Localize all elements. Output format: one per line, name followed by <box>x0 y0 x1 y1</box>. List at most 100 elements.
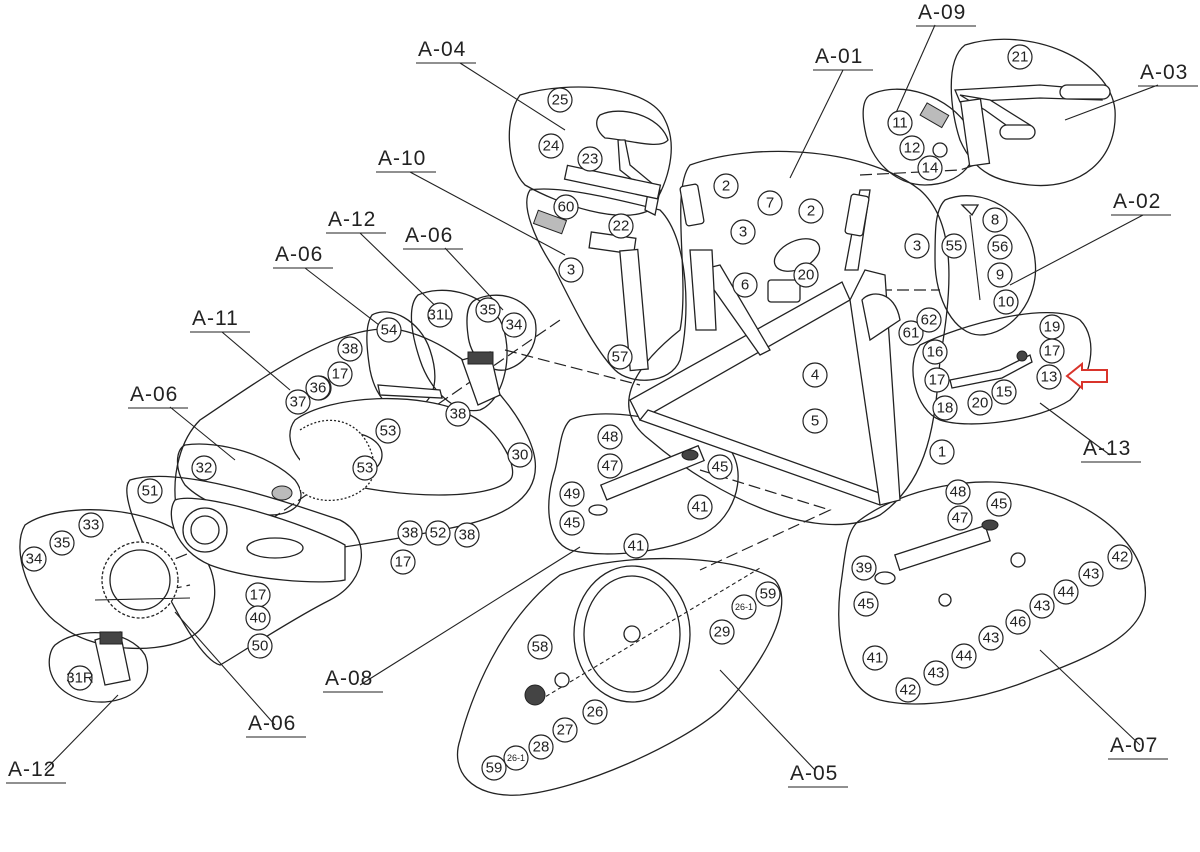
part-callout: 49 <box>559 481 585 507</box>
part-callout: 37 <box>285 389 311 415</box>
handlebar-drawing <box>954 84 1111 167</box>
part-callout: 43 <box>1078 561 1104 587</box>
part-callout-circle <box>559 510 585 536</box>
part-callout-circle <box>967 390 993 416</box>
part-number: 41 <box>628 538 645 555</box>
part-number: 31L <box>427 307 452 324</box>
part-callout: 6 <box>732 272 758 298</box>
part-callout-circle <box>887 110 913 136</box>
part-callout: 8 <box>982 207 1008 233</box>
part-number: 34 <box>506 317 523 334</box>
group-label-a06-2: A-06 <box>273 243 333 269</box>
part-callout: 53 <box>352 455 378 481</box>
svg-text:A-12: A-12 <box>8 758 56 781</box>
part-number: 42 <box>900 682 917 699</box>
part-number: 47 <box>952 510 969 527</box>
part-callout-circle <box>802 408 828 434</box>
part-number: 46 <box>1010 614 1027 631</box>
part-callout-circle <box>731 594 757 620</box>
part-number: 40 <box>250 610 267 627</box>
part-callout-circle <box>547 87 573 113</box>
group-label-a06-1: A-06 <box>403 224 463 250</box>
part-callout: 9 <box>987 262 1013 288</box>
part-callout-circle <box>78 512 104 538</box>
part-callout-circle <box>558 257 584 283</box>
part-callout: 29 <box>709 619 735 645</box>
part-number: 32 <box>196 460 213 477</box>
part-callout: 11 <box>887 110 913 136</box>
part-callout-circle <box>978 625 1004 651</box>
part-callout-circle <box>427 302 453 328</box>
part-callout: 43 <box>923 660 949 686</box>
outline-a13 <box>912 312 1092 425</box>
part-number: 35 <box>54 535 71 552</box>
svg-text:A-06: A-06 <box>275 243 323 266</box>
outline-a07 <box>838 481 1147 705</box>
part-callouts: 1223345672061628565591021252423226035729… <box>21 44 1133 781</box>
part-number: 18 <box>937 400 954 417</box>
part-callout: 51 <box>137 478 163 504</box>
group-label-a05: A-05 <box>788 762 848 788</box>
part-callout: 17 <box>924 367 950 393</box>
part-callout: 38 <box>454 522 480 548</box>
outline-a10 <box>526 188 687 381</box>
belt-drawing <box>271 419 376 502</box>
part-callout-circle <box>1078 561 1104 587</box>
part-number: 23 <box>582 151 599 168</box>
part-callout: 4 <box>802 362 828 388</box>
part-callout-circle <box>285 389 311 415</box>
part-callout: 45 <box>559 510 585 536</box>
saddle-drawing <box>532 110 669 372</box>
part-number: 13 <box>1041 369 1058 386</box>
svg-text:A-08: A-08 <box>325 667 373 690</box>
part-callout-circle <box>577 146 603 172</box>
part-callout-circle <box>21 546 47 572</box>
part-callout: 5 <box>802 408 828 434</box>
part-callout: 54 <box>376 317 402 343</box>
part-callout: 44 <box>951 643 977 669</box>
part-callout: 59 <box>481 755 507 781</box>
part-number: 57 <box>612 349 629 366</box>
group-label-a13: A-13 <box>1081 437 1141 463</box>
part-callout-circle <box>1039 338 1065 364</box>
group-label-a09: A-09 <box>916 1 976 27</box>
flywheel-drawing <box>524 565 761 706</box>
part-number: 2 <box>722 178 730 195</box>
part-callout: 1 <box>929 439 955 465</box>
part-callout-circle <box>507 442 533 468</box>
part-number: 44 <box>956 648 973 665</box>
part-number: 62 <box>921 312 938 329</box>
part-drawings <box>94 84 1111 706</box>
part-callout: 41 <box>623 533 649 559</box>
part-callout-circle <box>607 344 633 370</box>
part-callout: 47 <box>597 453 623 479</box>
part-callout-circle <box>853 591 879 617</box>
part-number: 48 <box>950 484 967 501</box>
part-callout-circle <box>932 395 958 421</box>
part-number: 38 <box>402 525 419 542</box>
part-callout: 2 <box>713 173 739 199</box>
part-callout: 45 <box>707 454 733 480</box>
group-label-a04: A-04 <box>416 38 476 64</box>
part-callout: 53 <box>375 418 401 444</box>
group-label-a07: A-07 <box>1108 734 1168 760</box>
part-callout: 42 <box>895 677 921 703</box>
outline-a05 <box>456 557 783 796</box>
part-number: 12 <box>904 140 921 157</box>
part-callout-circle <box>559 481 585 507</box>
part-number: 15 <box>996 384 1013 401</box>
part-callout-circle <box>552 717 578 743</box>
part-callout: 16 <box>922 339 948 365</box>
part-callout-circle <box>1107 544 1133 570</box>
part-callout: 10 <box>993 289 1019 315</box>
part-callout-circle <box>793 262 819 288</box>
part-number: 48 <box>602 429 619 446</box>
part-callout-circle <box>475 297 501 323</box>
svg-text:A-06: A-06 <box>130 383 178 406</box>
part-number: 26 <box>587 704 604 721</box>
part-number: 43 <box>983 630 1000 647</box>
part-callout: 44 <box>1053 579 1079 605</box>
part-callout-circle <box>425 520 451 546</box>
part-number: 41 <box>867 650 884 667</box>
outline-a09 <box>862 88 976 186</box>
